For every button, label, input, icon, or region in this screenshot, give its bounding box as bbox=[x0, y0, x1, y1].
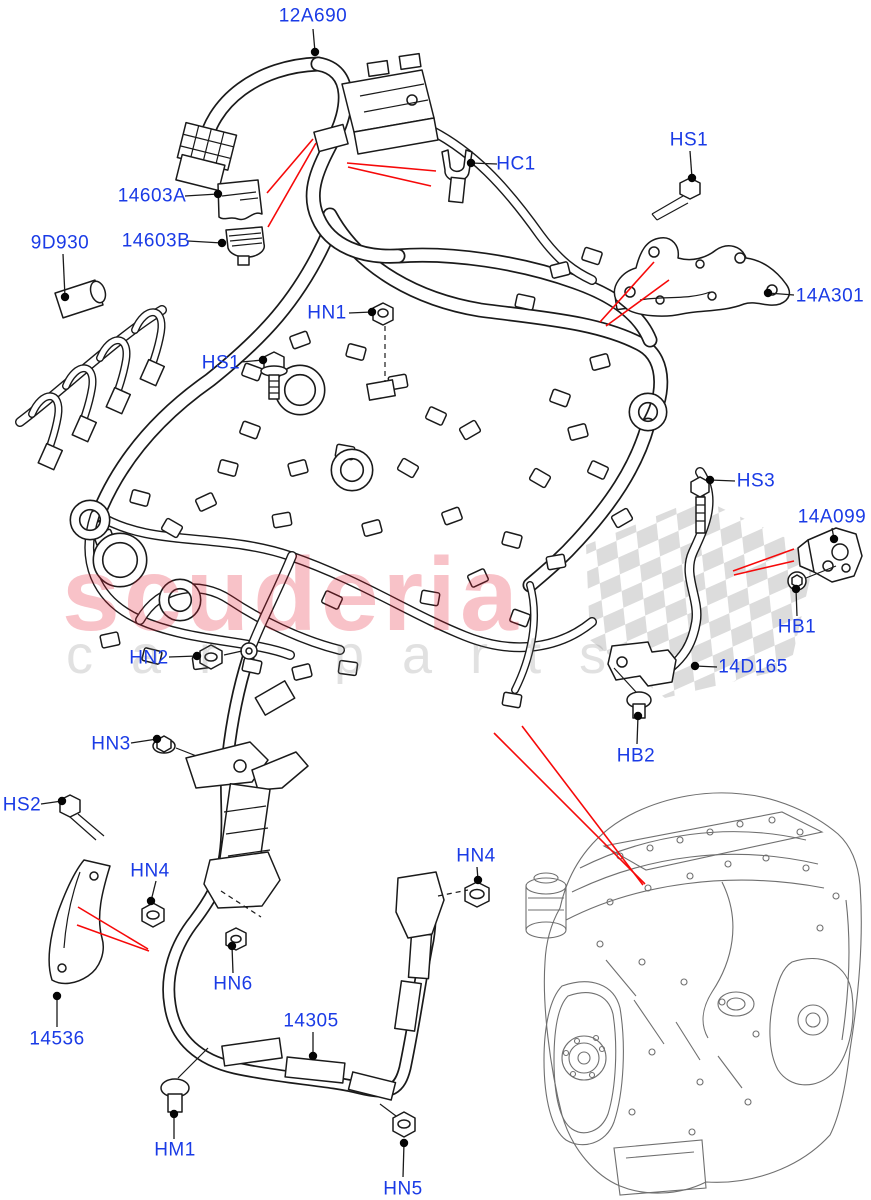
clamp-14603a bbox=[217, 179, 263, 221]
hm1-plug bbox=[160, 1047, 209, 1113]
battery-terminal bbox=[185, 741, 309, 909]
hn1-nut bbox=[372, 302, 394, 326]
cable-branch-connector bbox=[254, 680, 296, 716]
part-label-14603A: 14603A bbox=[117, 185, 187, 207]
hn5-nut bbox=[379, 1103, 416, 1138]
hn4-right-nut bbox=[464, 881, 490, 908]
part-label-14603B: 14603B bbox=[121, 230, 191, 252]
part-label-HN4-left: HN4 bbox=[130, 860, 170, 882]
red-pointer-lines bbox=[76, 138, 795, 952]
harness-connectors bbox=[69, 246, 668, 709]
part-label-HN5: HN5 bbox=[383, 1178, 423, 1200]
part-label-HN1: HN1 bbox=[307, 302, 347, 324]
part-label-9D930: 9D930 bbox=[30, 232, 90, 254]
leader-dots bbox=[52, 47, 839, 1148]
hn2-nut bbox=[199, 644, 243, 670]
cable-end-connector bbox=[395, 871, 445, 939]
harness-end-connector bbox=[175, 121, 238, 192]
part-label-HC1: HC1 bbox=[496, 153, 536, 175]
part-label-12A690: 12A690 bbox=[278, 5, 348, 27]
bracket-14a301 bbox=[613, 237, 791, 317]
part-label-HB2: HB2 bbox=[616, 745, 656, 767]
part-label-14A099: 14A099 bbox=[797, 506, 867, 528]
harness-collar bbox=[313, 123, 349, 153]
part-drawings bbox=[37, 52, 863, 1138]
part-label-HM1: HM1 bbox=[154, 1139, 196, 1161]
engine-illustration bbox=[525, 792, 862, 1196]
part-label-HS1-top: HS1 bbox=[669, 129, 709, 151]
dashed-leader-lines bbox=[220, 326, 469, 918]
hs1-mid-bolt bbox=[260, 351, 288, 400]
part-label-HN4-right: HN4 bbox=[456, 845, 496, 867]
part-label-14305: 14305 bbox=[283, 1010, 339, 1032]
clamp-14603b bbox=[225, 226, 266, 266]
part-label-HN3: HN3 bbox=[91, 733, 131, 755]
part-label-HS1-mid: HS1 bbox=[201, 352, 241, 374]
injector-harness-9d930 bbox=[37, 279, 166, 471]
part-label-14D165: 14D165 bbox=[718, 656, 788, 678]
hc1-clip bbox=[441, 149, 473, 204]
sensor-14a099 bbox=[797, 527, 863, 583]
part-label-14536: 14536 bbox=[29, 1028, 85, 1050]
part-label-HS3: HS3 bbox=[736, 470, 776, 492]
part-label-14A301: 14A301 bbox=[795, 285, 865, 307]
bracket-14536 bbox=[48, 859, 111, 985]
part-label-HB1: HB1 bbox=[777, 616, 817, 638]
hn4-left-nut bbox=[141, 902, 165, 928]
bracket-14d165 bbox=[607, 641, 677, 693]
part-label-HS2: HS2 bbox=[2, 794, 42, 816]
part-label-HN6: HN6 bbox=[213, 973, 253, 995]
part-label-HN2: HN2 bbox=[129, 647, 169, 669]
hs1-top-bolt bbox=[651, 177, 701, 221]
